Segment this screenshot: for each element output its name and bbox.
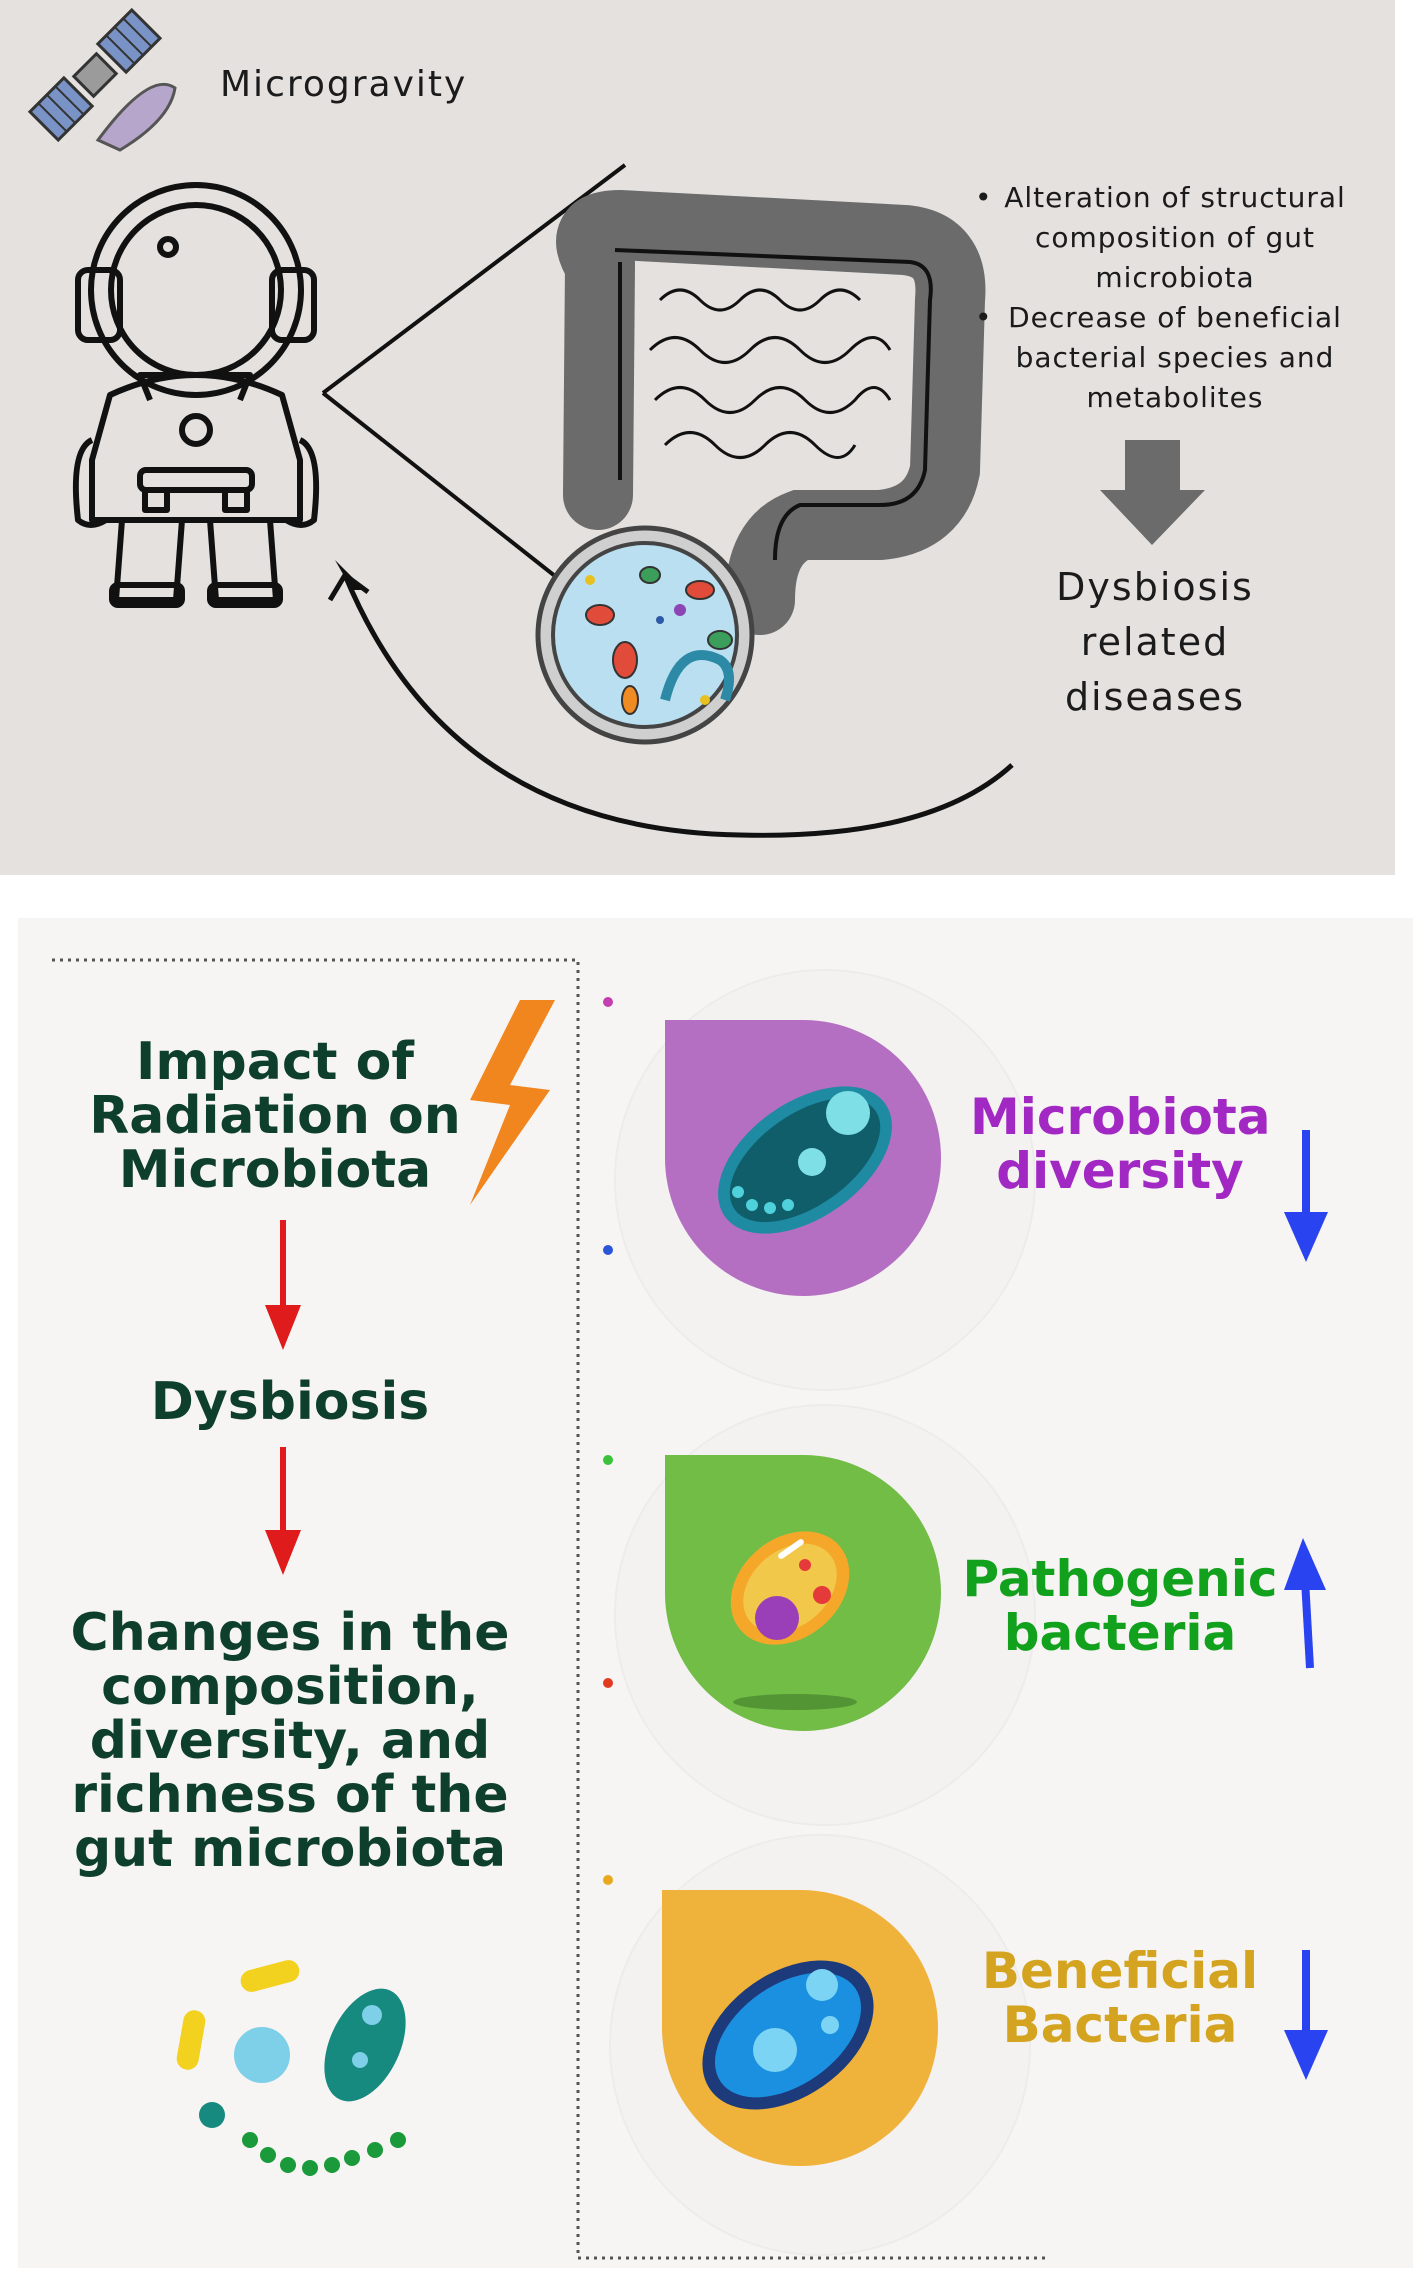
pathogenic-bacteria-label: Pathogenic bacteria	[962, 1550, 1278, 1662]
down-arrow-beneficial	[1284, 1950, 1328, 2080]
astronaut-icon	[72, 182, 320, 608]
lightning-icon	[470, 1000, 555, 1205]
intestine-icon	[556, 189, 986, 635]
beneficial-bacteria-icon	[662, 1890, 938, 2166]
microbes-dish-icon	[535, 525, 755, 745]
red-arrow-1	[265, 1220, 301, 1350]
effects-list: Alteration of structural composition of …	[975, 178, 1375, 418]
red-arrow-2	[265, 1447, 301, 1575]
pathogenic-bacteria-icon	[665, 1455, 941, 1731]
beneficial-bacteria-label: Beneficial Bacteria	[981, 1942, 1259, 2054]
satellite-icon	[27, 7, 177, 152]
microbes-cluster-icon	[176, 1960, 406, 2176]
microbiota-changes-text: Changes in the composition, diversity, a…	[70, 1603, 510, 1879]
up-arrow-pathogenic	[1284, 1538, 1326, 1669]
radiation-impact-title: Impact of Radiation on Microbiota	[89, 1032, 461, 1200]
effect-item: Decrease of beneficial bacterial species…	[975, 298, 1375, 418]
dysbiosis-diseases-text: Dysbiosis related diseases	[1056, 565, 1254, 719]
dysbiosis-label: Dysbiosis	[150, 1372, 430, 1432]
down-arrow-diversity	[1284, 1130, 1328, 1262]
effect-item: Alteration of structural composition of …	[975, 178, 1375, 298]
down-arrow-grey	[1100, 440, 1205, 545]
microgravity-label: Microgravity	[220, 64, 468, 105]
microbiota-diversity-label: Microbiota diversity	[970, 1088, 1271, 1200]
return-arrow	[342, 574, 1014, 838]
microbiota-diversity-icon	[665, 1020, 941, 1296]
